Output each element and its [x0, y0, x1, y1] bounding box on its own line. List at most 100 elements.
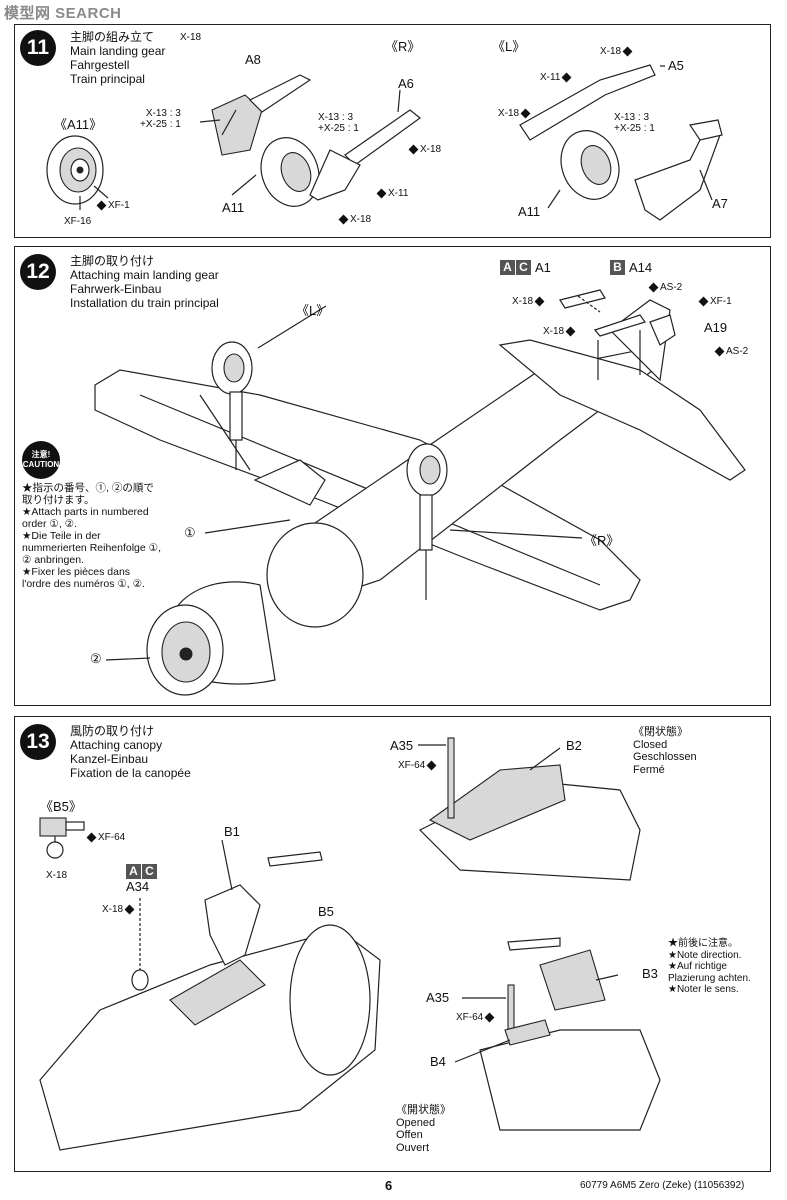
closed-state-label: 《閉状態》 Closed Geschlossen Fermé [633, 726, 697, 776]
paint-mix-1: X-13 : 3 +X-25 : 1 [140, 108, 181, 130]
direction-note: ★前後に注意。 ★Note direction. ★Auf richtige P… [668, 938, 751, 996]
paint-label: AS-2 [714, 346, 749, 357]
closed-jp: 《閉状態》 [633, 726, 688, 738]
paint-label: X-11 [540, 72, 572, 83]
mix-line: X-13 : 3 [614, 112, 650, 123]
caution-line: ★Fixer les pièces dans [22, 566, 131, 578]
kit-code: 60779 A6M5 Zero (Zeke) (11056392) [580, 1180, 745, 1191]
title-en: Main landing gear [70, 44, 166, 58]
box-letter-c: C [516, 260, 531, 275]
paint-label: X-18 [512, 296, 545, 307]
part-b5: B5 [318, 904, 334, 919]
paint-code: X-18 [543, 326, 565, 337]
caution-line: ② anbringen. [22, 554, 84, 566]
paint-code: X-18 [498, 108, 520, 119]
paint-code: AS-2 [726, 346, 749, 357]
title-fr: Installation du train principal [70, 296, 219, 310]
caution-note: 注意! CAUTION ★指示の番号、①, ②の順で 取り付けます。 ★Atta… [22, 441, 170, 590]
open-de: Offen [396, 1129, 423, 1141]
part-a35-open: A35 [426, 990, 450, 1005]
part-a11-l: A11 [518, 204, 541, 219]
paint-label: X-18 [180, 32, 201, 43]
note-line: ★Auf richtige [668, 961, 727, 972]
part-b2: B2 [566, 738, 582, 753]
part-b1: B1 [224, 824, 240, 839]
paint-label: X-18 [600, 46, 633, 57]
caution-line: ★指示の番号、①, ②の順で [22, 482, 154, 494]
part-a19: A19 [704, 320, 728, 335]
paint-code: X-11 [388, 188, 409, 199]
paint-code: XF-64 [98, 832, 126, 843]
paint-label: XF-16 [64, 216, 91, 227]
caution-line: l'ordre des numéros ①, ②. [22, 578, 145, 590]
paint-dot-icon [86, 832, 97, 843]
part-a35-closed: A35 [390, 738, 414, 753]
note-line: ★前後に注意。 [668, 938, 738, 949]
mix-line: +X-25 : 1 [614, 123, 655, 134]
paint-label: X-18 [543, 326, 576, 337]
paint-code: AS-2 [660, 282, 683, 293]
step-11-number: 11 [20, 30, 56, 66]
closed-en: Closed [633, 738, 668, 751]
part-a14: A14 [629, 260, 653, 275]
caution-badge-jp: 注意! [31, 450, 51, 459]
title-en: Attaching main landing gear [70, 268, 219, 282]
part-a1: A1 [535, 260, 551, 275]
title-de: Fahrwerk-Einbau [70, 282, 162, 296]
paint-label: X-18 [408, 144, 442, 155]
step-12-title: 主脚の取り付け Attaching main landing gear Fahr… [70, 254, 219, 310]
paint-label: XF-64 [86, 832, 126, 843]
view-l-label: 《L》 [296, 303, 330, 318]
caution-icon: 注意! CAUTION [22, 441, 60, 479]
paint-label: XF-64 [456, 1012, 495, 1023]
box-letter-c: C [142, 864, 157, 879]
paint-mix-2: X-13 : 3 +X-25 : 1 [318, 112, 359, 134]
closed-fr: Fermé [633, 763, 665, 776]
caution-line: order ①, ②. [22, 518, 78, 530]
part-a34-group: A C A34 [126, 864, 158, 894]
paint-code: XF-16 [64, 216, 92, 227]
page-number: 6 [385, 1178, 393, 1193]
paint-code: XF-64 [456, 1012, 484, 1023]
callout-1: ① [184, 525, 196, 540]
box-letter-b: B [610, 260, 625, 275]
step-13-title: 風防の取り付け Attaching canopy Kanzel-Einbau F… [70, 724, 191, 780]
box-letter-a: A [126, 864, 141, 879]
mix-line: X-13 : 3 [145, 108, 181, 119]
paint-code: X-18 [180, 32, 202, 43]
caution-line: nummerierten Reihenfolge ①, [22, 542, 161, 554]
paint-label: X-18 [46, 870, 67, 881]
step-12-number: 12 [20, 254, 56, 290]
part-a1-group: A C A1 [500, 260, 551, 275]
title-jp: 主脚の組み立て [70, 30, 155, 44]
paint-dot-icon [484, 1012, 495, 1023]
title-en: Attaching canopy [70, 738, 163, 752]
paint-dot-icon [124, 904, 135, 915]
closed-de: Geschlossen [633, 751, 697, 763]
paint-code: XF-1 [710, 296, 732, 307]
part-a8: A8 [245, 52, 261, 67]
paint-label: AS-2 [648, 282, 683, 293]
caution-line: 取り付けます。 [22, 494, 95, 506]
paint-label: X-18 [102, 904, 135, 915]
title-fr: Fixation de la canopée [70, 766, 191, 780]
caution-badge-en: CAUTION [22, 460, 60, 469]
paint-code: XF-1 [108, 200, 130, 211]
open-fr: Ouvert [396, 1141, 430, 1154]
paint-mix-3: X-13 : 3 +X-25 : 1 [614, 112, 655, 134]
paint-label: XF-1 [96, 200, 130, 211]
title-fr: Train principal [70, 72, 145, 86]
paint-code: X-18 [102, 904, 124, 915]
paint-code: XF-64 [398, 760, 426, 771]
mix-line: +X-25 : 1 [318, 123, 359, 134]
paint-code: X-18 [420, 144, 442, 155]
watermark: 模型网 SEARCH [4, 5, 122, 22]
part-a6: A6 [398, 76, 414, 91]
title-jp: 主脚の取り付け [70, 254, 155, 268]
paint-label: XF-64 [398, 760, 437, 771]
paint-code: X-18 [350, 214, 372, 225]
paint-label: X-18 [338, 214, 372, 225]
part-a34: A34 [126, 879, 150, 894]
step-13-number: 13 [20, 724, 56, 760]
